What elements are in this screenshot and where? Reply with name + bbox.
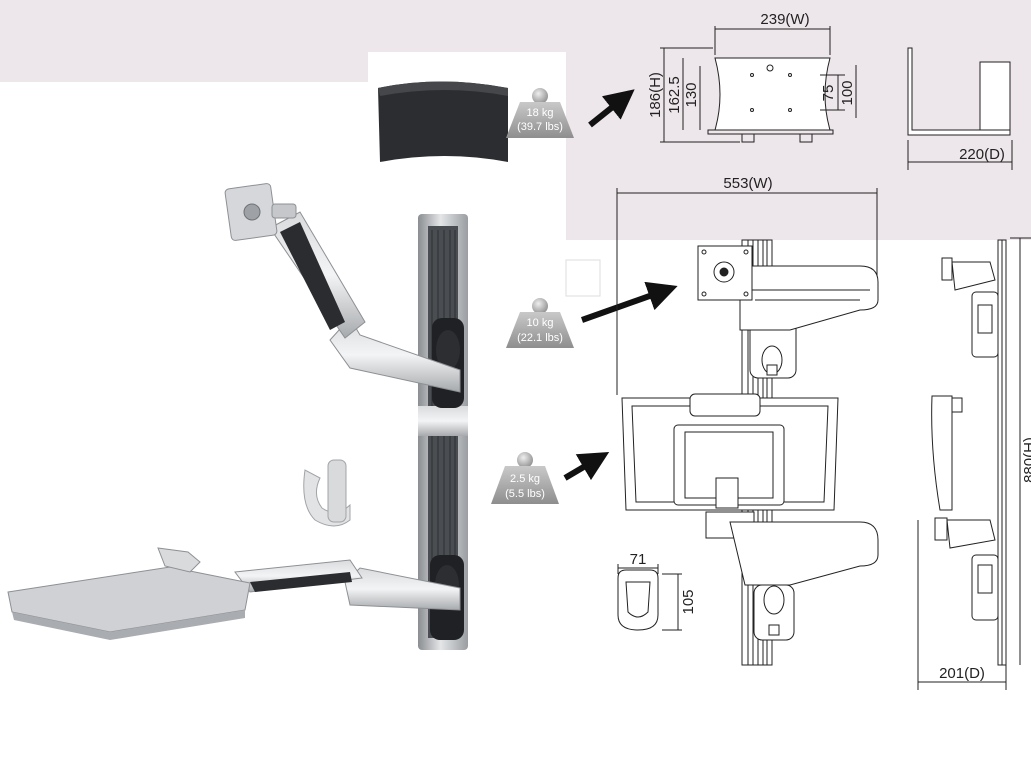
cpu-height-label: 186(H) <box>647 72 664 118</box>
side-view-drawing <box>917 237 1031 690</box>
system-depth-label: 201(D) <box>939 665 985 682</box>
cpu-130-label: 130 <box>683 82 700 107</box>
photo-cable-holder <box>303 459 351 527</box>
arrow-monitor <box>580 281 678 323</box>
cpu-depth-label: 220(D) <box>959 146 1005 163</box>
photo-monitor-arm <box>224 183 464 408</box>
keyboard-weight-lbs: (5.5 lbs) <box>505 488 545 500</box>
weight-badge-cpu: 18 kg (39.7 lbs) <box>506 88 574 138</box>
holder-height-label: 105 <box>680 589 697 614</box>
keyboard-weight-kg: 2.5 kg <box>510 473 540 485</box>
photo-keyboard-arm <box>7 547 464 640</box>
arrow-cpu <box>588 89 635 128</box>
weight-badge-keyboard: 2.5 kg (5.5 lbs) <box>491 452 559 504</box>
photo-cpu-holder <box>378 81 508 162</box>
cpu-75-label: 75 <box>820 85 837 102</box>
weight-badge-monitor: 10 kg (22.1 lbs) <box>506 298 574 348</box>
monitor-weight-lbs: (22.1 lbs) <box>517 332 563 344</box>
system-height-label: 880(H) <box>1021 437 1031 483</box>
cpu-width-label: 239(W) <box>760 11 809 28</box>
blank-box <box>565 259 601 297</box>
holder-width-label: 71 <box>630 551 647 568</box>
pointer-arrows <box>563 89 678 481</box>
cpu-100-label: 100 <box>839 80 856 105</box>
system-width-label: 553(W) <box>723 175 772 192</box>
cpu-weight-lbs: (39.7 lbs) <box>517 121 563 133</box>
front-view-drawing <box>616 188 879 666</box>
arrow-keyboard <box>563 451 610 481</box>
product-photo-panel <box>0 82 566 771</box>
cpu-1625-label: 162.5 <box>666 76 683 114</box>
cpu-holder-drawing <box>660 26 1013 170</box>
monitor-weight-kg: 10 kg <box>527 317 554 329</box>
cpu-weight-kg: 18 kg <box>527 107 554 119</box>
